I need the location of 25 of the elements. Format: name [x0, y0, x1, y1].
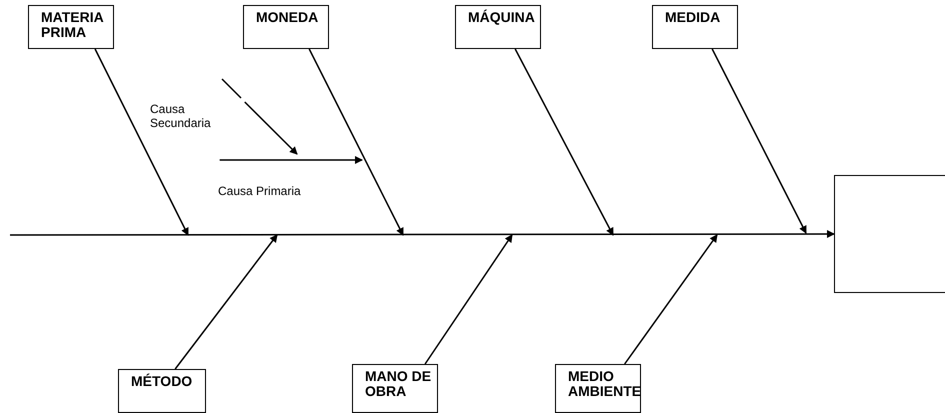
arrow [174, 234, 278, 370]
category-box [118, 369, 206, 413]
category-label: MÉTODO [130, 372, 194, 389]
category-label: MÁQUINA [467, 8, 536, 25]
arrow [10, 230, 835, 238]
category-label: MEDIO AMBIENTE [567, 367, 640, 399]
arrow [308, 48, 404, 236]
arrow [94, 48, 189, 236]
arrow [220, 156, 363, 164]
category-label: MONEDA [255, 8, 320, 25]
category-label: MEDIDA [664, 8, 722, 25]
arrow [424, 234, 513, 364]
arrow [712, 48, 807, 234]
arrow [514, 48, 614, 236]
category-box [28, 5, 114, 49]
category-box [352, 364, 438, 413]
category-box [455, 5, 541, 49]
category-label: MATERIA PRIMA [40, 8, 104, 40]
category-box [652, 5, 738, 49]
category-box [243, 5, 329, 49]
effect-box [834, 175, 945, 293]
arrow [244, 101, 298, 155]
category-label: MANO DE OBRA [364, 367, 432, 399]
arrow [624, 234, 718, 364]
category-box [555, 364, 641, 413]
